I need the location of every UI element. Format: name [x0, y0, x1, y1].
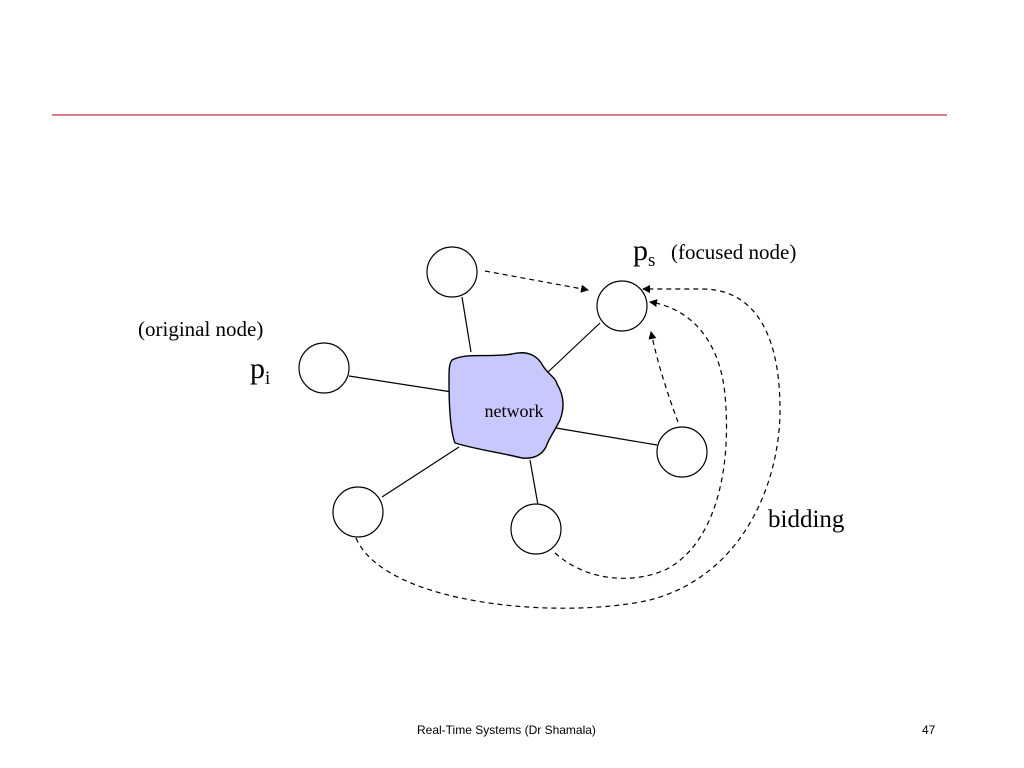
bidding-label: bidding [768, 506, 845, 533]
dashed-arrow-top-to-focused [484, 270, 589, 293]
focused-node-subscript: s [648, 250, 656, 271]
node-bottom-left [332, 486, 384, 538]
node-right [656, 426, 708, 478]
original-node-subscript: i [265, 368, 271, 389]
dashed-arrow-right-to-focused [648, 331, 679, 423]
network-label: network [485, 401, 544, 421]
node-top [426, 246, 478, 298]
link-bottom-middle-node [529, 459, 539, 506]
link-focused-node [547, 322, 601, 373]
link-top-node [461, 296, 472, 353]
footer-title: Real-Time Systems (Dr Shamala) [417, 723, 596, 737]
page-number: 47 [922, 723, 936, 737]
node-original-pi [298, 342, 350, 394]
link-right-node [555, 427, 658, 446]
link-bottom-left-node [381, 446, 460, 498]
focused-node-symbol: p [633, 234, 648, 267]
node-focused-ps [596, 280, 648, 332]
original-node-label: pi [250, 352, 270, 390]
node-bottom-middle [510, 503, 562, 555]
dashed-arrow-bottom-middle-to-focused [554, 299, 728, 579]
original-node-symbol: p [250, 352, 265, 385]
focused-node-description: (focused node) [671, 240, 797, 264]
network-cloud [448, 352, 564, 459]
dashed-arrow-bottom-left-to-focused [355, 285, 781, 609]
link-original-node [348, 375, 453, 393]
original-node-description: (original node) [138, 317, 264, 341]
focused-node-label: ps [633, 234, 655, 272]
